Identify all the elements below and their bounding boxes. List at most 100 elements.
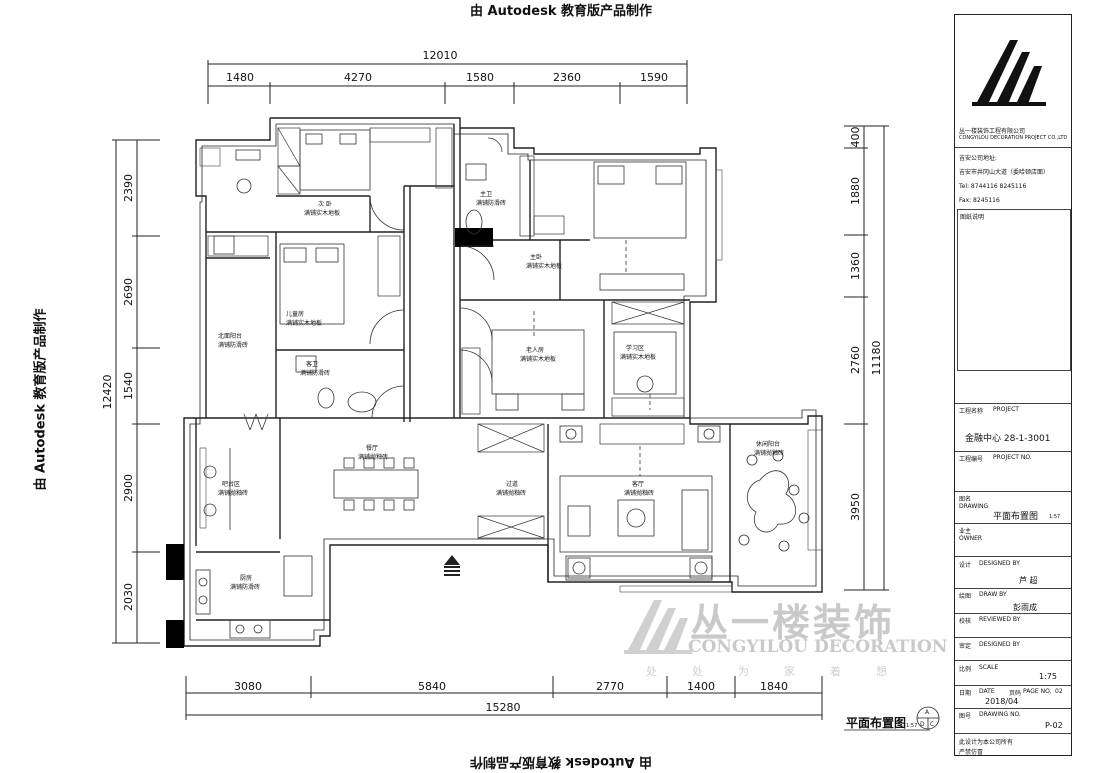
outer-wall bbox=[183, 117, 823, 647]
room-master-bedroom-floor: 满铺实木地板 bbox=[526, 262, 562, 270]
dim-top-4: 2360 bbox=[553, 71, 581, 84]
dim-bottom-1: 3080 bbox=[234, 680, 262, 693]
windows bbox=[199, 147, 823, 593]
project-no-label-en: PROJECT NO. bbox=[993, 454, 1032, 461]
dim-left-3: 1540 bbox=[122, 372, 135, 400]
drawing-no-label: 图号 bbox=[959, 713, 972, 720]
plan-title-text: 平面布置图 bbox=[846, 716, 907, 730]
toilet-guest bbox=[317, 387, 335, 409]
room-guest-bath: 客卫 bbox=[306, 360, 318, 368]
room-corridor: 过道 bbox=[506, 480, 518, 488]
room-child: 儿童房 bbox=[286, 310, 304, 318]
dim-right-1: 400 bbox=[849, 127, 862, 148]
plan-title-scale: 1:57 bbox=[906, 723, 918, 729]
project-no-label: 工程编号 bbox=[959, 456, 984, 463]
plan-title: 平面布置图1:57 bbox=[846, 714, 917, 731]
room-labels: 次 卧 满铺实木地板 儿童房 满铺实木地板 主卫 满铺防滑砖 主卧 满铺实木地板… bbox=[218, 190, 784, 591]
scale-label: 比例 bbox=[959, 666, 972, 673]
company-logo bbox=[972, 40, 1046, 106]
page-value: 02 bbox=[1055, 688, 1063, 695]
wardrobes bbox=[207, 127, 685, 539]
dim-left-total: 12420 bbox=[101, 375, 114, 410]
dim-left-5: 2030 bbox=[122, 583, 135, 611]
room-kitchen: 厨房 bbox=[240, 574, 252, 582]
sofa-side bbox=[681, 489, 709, 551]
room-study-floor: 满铺实木地板 bbox=[620, 353, 656, 361]
bed-secondary bbox=[299, 129, 371, 191]
room-leisure-balcony: 休闲阳台 bbox=[756, 440, 780, 448]
watermark-brand-cn: 丛一楼装饰 bbox=[690, 601, 896, 645]
drawing-no-label-en: DRAWING NO. bbox=[979, 711, 1021, 718]
dim-top-total: 12010 bbox=[423, 49, 458, 62]
drawing-no-value: P-02 bbox=[1045, 721, 1063, 730]
room-bar: 吧台区 bbox=[222, 480, 240, 488]
bed-child bbox=[279, 243, 345, 325]
designer-name: 芦 超 bbox=[1019, 576, 1038, 585]
dim-top-5: 1590 bbox=[640, 71, 668, 84]
watermark-slogan: 处处为家着想 bbox=[646, 665, 922, 678]
dim-left-1: 2390 bbox=[122, 174, 135, 202]
draw-label: 绘图 bbox=[959, 593, 972, 600]
bed-master bbox=[593, 161, 687, 239]
page-label-en: PAGE NO. bbox=[1023, 688, 1052, 695]
autodesk-banner-top: 由 Autodesk 教育版产品制作 bbox=[470, 4, 653, 19]
dim-top-3: 1580 bbox=[466, 71, 494, 84]
furniture bbox=[195, 129, 810, 639]
approve-label-en: DESIGNED BY bbox=[979, 641, 1020, 648]
inner-wall bbox=[189, 123, 817, 641]
entrance-arrow bbox=[444, 555, 460, 576]
company-name-en: CONGYILOU DECORATION PROJECT CO.,LTD bbox=[959, 135, 1068, 141]
coffee-table bbox=[617, 499, 655, 537]
drawing-value-scale: 1:57 bbox=[1049, 514, 1061, 520]
description-box: 图纸说明 bbox=[957, 209, 1071, 371]
study-desk bbox=[613, 331, 677, 395]
date-value: 2018/04 bbox=[985, 697, 1019, 706]
room-master-bath-floor: 满铺防滑砖 bbox=[476, 199, 506, 207]
room-dining-floor: 满铺抛釉砖 bbox=[358, 453, 388, 461]
owner-label-en: OWNER bbox=[959, 535, 983, 542]
room-kitchen-floor: 满铺防滑砖 bbox=[230, 583, 260, 591]
drafter-name: 彭雨成 bbox=[1013, 603, 1037, 612]
dim-right-3: 1360 bbox=[849, 252, 862, 280]
design-label-en: DESIGNED BY bbox=[979, 560, 1020, 567]
leisure-lounge bbox=[747, 470, 796, 533]
page-label: 页码 bbox=[1009, 690, 1022, 697]
living-rug bbox=[559, 475, 713, 553]
dim-bottom-4: 1400 bbox=[687, 680, 715, 693]
dim-bottom-3: 2770 bbox=[596, 680, 624, 693]
stamp-letter-a: A bbox=[925, 709, 930, 716]
toilet-master bbox=[465, 209, 483, 235]
bed-elderly bbox=[491, 329, 585, 395]
copyright-line-1: 此设计为本公司所有 bbox=[959, 739, 1014, 746]
draw-label-en: DRAW BY bbox=[979, 591, 1007, 598]
dim-right-4: 2760 bbox=[849, 346, 862, 374]
room-master-bedroom: 主卧 bbox=[530, 253, 542, 261]
armchair bbox=[567, 505, 591, 537]
drawing-label-en: DRAWING bbox=[959, 503, 989, 510]
dim-bottom-5: 1840 bbox=[760, 680, 788, 693]
room-elderly: 老人房 bbox=[526, 346, 544, 354]
scale-value: 1:75 bbox=[1039, 672, 1057, 681]
drawing-value: 平面布置图 bbox=[993, 512, 1039, 522]
room-secondary-bedroom-floor: 满铺实木地板 bbox=[304, 209, 340, 217]
dim-top-2: 4270 bbox=[344, 71, 372, 84]
address-label: 吉安公司地址: bbox=[959, 155, 998, 162]
room-leisure-balcony-floor: 满铺抛釉砖 bbox=[754, 449, 784, 457]
dim-right-total: 11180 bbox=[870, 341, 883, 376]
dim-right-5: 3950 bbox=[849, 493, 862, 521]
dim-bottom-total: 15280 bbox=[486, 701, 521, 714]
project-label-en: PROJECT bbox=[993, 406, 1019, 413]
room-corridor-floor: 满铺抛釉砖 bbox=[496, 489, 526, 497]
tel: Tel: 8744116 8245116 bbox=[959, 183, 1027, 190]
description-label: 图纸说明 bbox=[960, 214, 985, 221]
copyright-line-2: 严禁仿冒 bbox=[959, 749, 984, 756]
watermark-logo bbox=[624, 600, 692, 654]
room-study: 学习区 bbox=[626, 344, 644, 352]
room-bar-floor: 满铺抛釉砖 bbox=[218, 489, 248, 497]
room-living: 客厅 bbox=[632, 480, 644, 488]
room-guest-bath-floor: 满铺防滑砖 bbox=[300, 369, 330, 377]
room-child-floor: 满铺实木地板 bbox=[286, 319, 322, 327]
date-label-en: DATE bbox=[979, 688, 995, 695]
drawing-label: 图名 bbox=[959, 496, 972, 503]
